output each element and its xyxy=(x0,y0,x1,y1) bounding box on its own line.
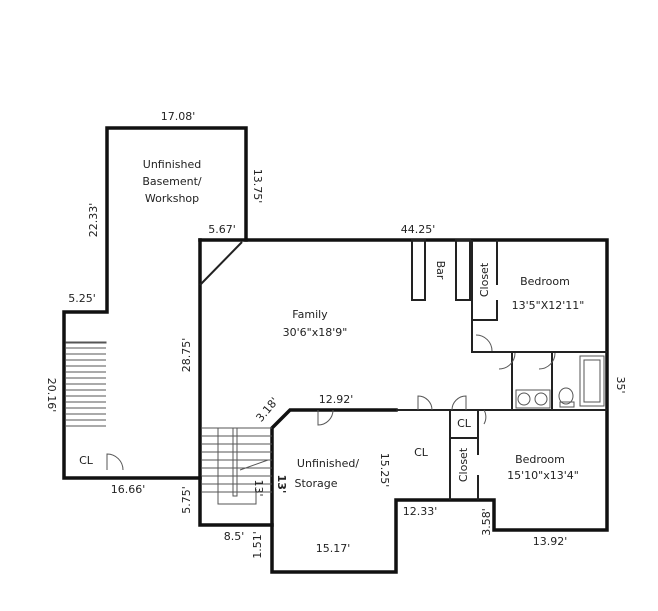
room-label-storage: Unfinished/ xyxy=(297,457,359,470)
dim-label: 17.08' xyxy=(161,110,196,123)
room-label-bedroom1: Bedroom xyxy=(520,275,570,288)
dim-label: 28.75' xyxy=(180,338,193,373)
dim-label: 12.33' xyxy=(403,505,438,518)
room-labels: Unfinished Basement/ Workshop Family 30'… xyxy=(79,158,584,490)
room-label-workshop-2: Basement/ xyxy=(142,175,202,188)
room-size-bedroom2: 15'10"x13'4" xyxy=(507,469,579,482)
dim-label: 5.25' xyxy=(68,292,96,305)
room-label-bedroom2: Bedroom xyxy=(515,453,565,466)
room-label-family: Family xyxy=(292,308,328,321)
interior-walls xyxy=(396,239,607,500)
dim-label: 20.16' xyxy=(45,378,58,413)
room-label-closet-mid: Closet xyxy=(457,447,470,482)
room-size-family: 30'6"x18'9" xyxy=(283,326,348,339)
dim-label: 13.75' xyxy=(251,169,264,204)
dim-label: 13' xyxy=(275,475,288,494)
room-label-workshop-3: Workshop xyxy=(145,192,199,205)
dim-label: 13.92' xyxy=(533,535,568,548)
dim-label: 8.5' xyxy=(224,530,245,543)
room-label-cl-small: CL xyxy=(457,417,472,430)
dim-label: 5.67' xyxy=(208,223,236,236)
dim-label: 5.75' xyxy=(180,486,193,514)
room-label-closet-top: Closet xyxy=(478,262,491,297)
dim-label: 22.33' xyxy=(87,203,100,238)
dim-label: 35' xyxy=(614,376,627,393)
room-label-cl-left: CL xyxy=(79,454,94,467)
dim-label: 44.25' xyxy=(401,223,436,236)
dim-label: 15.25' xyxy=(378,453,391,488)
room-label-cl-mid: CL xyxy=(414,446,429,459)
dim-label: 1.51' xyxy=(251,531,264,559)
dimension-labels: 17.08' 13.75' 22.33' 5.25' 20.16' 16.66'… xyxy=(45,110,627,559)
dim-label: 3.18' xyxy=(253,395,281,424)
room-label-storage-2: Storage xyxy=(294,477,337,490)
dim-label: 15.17' xyxy=(316,542,351,555)
dim-label: 3.58' xyxy=(480,508,493,536)
dim-label: 13' xyxy=(252,479,265,496)
room-size-bedroom1: 13'5"X12'11" xyxy=(512,299,585,312)
exterior-walls xyxy=(62,126,609,574)
dim-label: 12.92' xyxy=(319,393,354,406)
dim-label: 16.66' xyxy=(111,483,146,496)
stairs-icon xyxy=(65,341,272,505)
room-label-workshop: Unfinished xyxy=(143,158,201,171)
room-label-bar: Bar xyxy=(434,261,447,280)
fixtures xyxy=(65,334,605,505)
